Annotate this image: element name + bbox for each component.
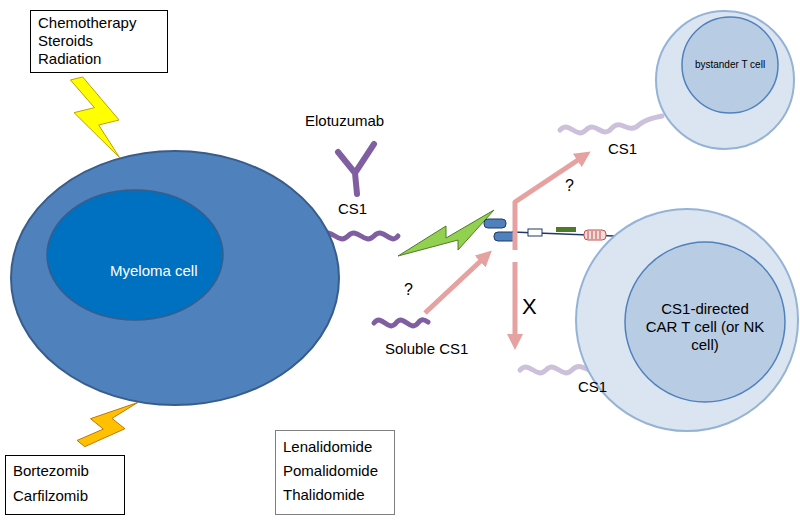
cs1-molecule xyxy=(322,233,398,239)
myeloma-cell: Myeloma cell xyxy=(10,150,340,406)
car-t-cell: CS1-directed CAR T cell (or NK cell) xyxy=(575,208,799,432)
cell-membrane xyxy=(576,209,798,431)
pink-arrow xyxy=(425,256,486,313)
node-text: Lenalidomide Pomalidomide Thalidomide xyxy=(283,435,378,507)
node-text: Chemotherapy Steroids Radiation xyxy=(38,14,136,68)
antibody-symbol xyxy=(338,144,374,194)
molecule-label: CS1 xyxy=(338,200,367,218)
node-text: bystander T cell xyxy=(682,59,778,71)
bystander-t-cell: bystander T cell xyxy=(655,10,795,150)
node-text: Bortezomib Carfilzomib xyxy=(13,459,89,509)
node-text: Myeloma cell xyxy=(110,262,440,280)
cell-nucleus xyxy=(47,190,223,320)
car-hinge xyxy=(528,229,542,236)
lightning-bolt xyxy=(70,77,119,158)
pink-arrow xyxy=(515,156,584,250)
cs1-molecule xyxy=(560,116,662,133)
car-scfv xyxy=(484,219,506,228)
question-mark: ? xyxy=(404,280,413,299)
molecule-label: Soluble CS1 xyxy=(385,340,468,358)
cell-membrane xyxy=(656,11,794,149)
drug-box: Bortezomib Carfilzomib xyxy=(5,455,125,515)
drug-label: Elotuzumab xyxy=(305,112,384,130)
molecule-label: CS1 xyxy=(608,140,637,158)
lightning-bolt xyxy=(77,403,138,447)
pink-arrow xyxy=(513,262,518,342)
lightning-bolt xyxy=(398,210,494,256)
cell-nucleus xyxy=(625,242,785,402)
node-outline xyxy=(655,10,795,150)
drug-box: Lenalidomide Pomalidomide Thalidomide xyxy=(275,430,395,515)
node-text: CS1-directed CAR T cell (or NK cell) xyxy=(645,300,765,354)
block-mark: X xyxy=(522,294,537,320)
treatment-box: Chemotherapy Steroids Radiation xyxy=(30,10,168,73)
cell-nucleus xyxy=(682,17,778,113)
molecule-label: CS1 xyxy=(578,378,607,396)
question-mark: ? xyxy=(565,176,574,195)
car-stripes xyxy=(588,231,600,239)
car-signal-domain xyxy=(584,230,606,240)
car-domain xyxy=(556,227,576,232)
soluble-cs1-molecule xyxy=(374,320,428,326)
